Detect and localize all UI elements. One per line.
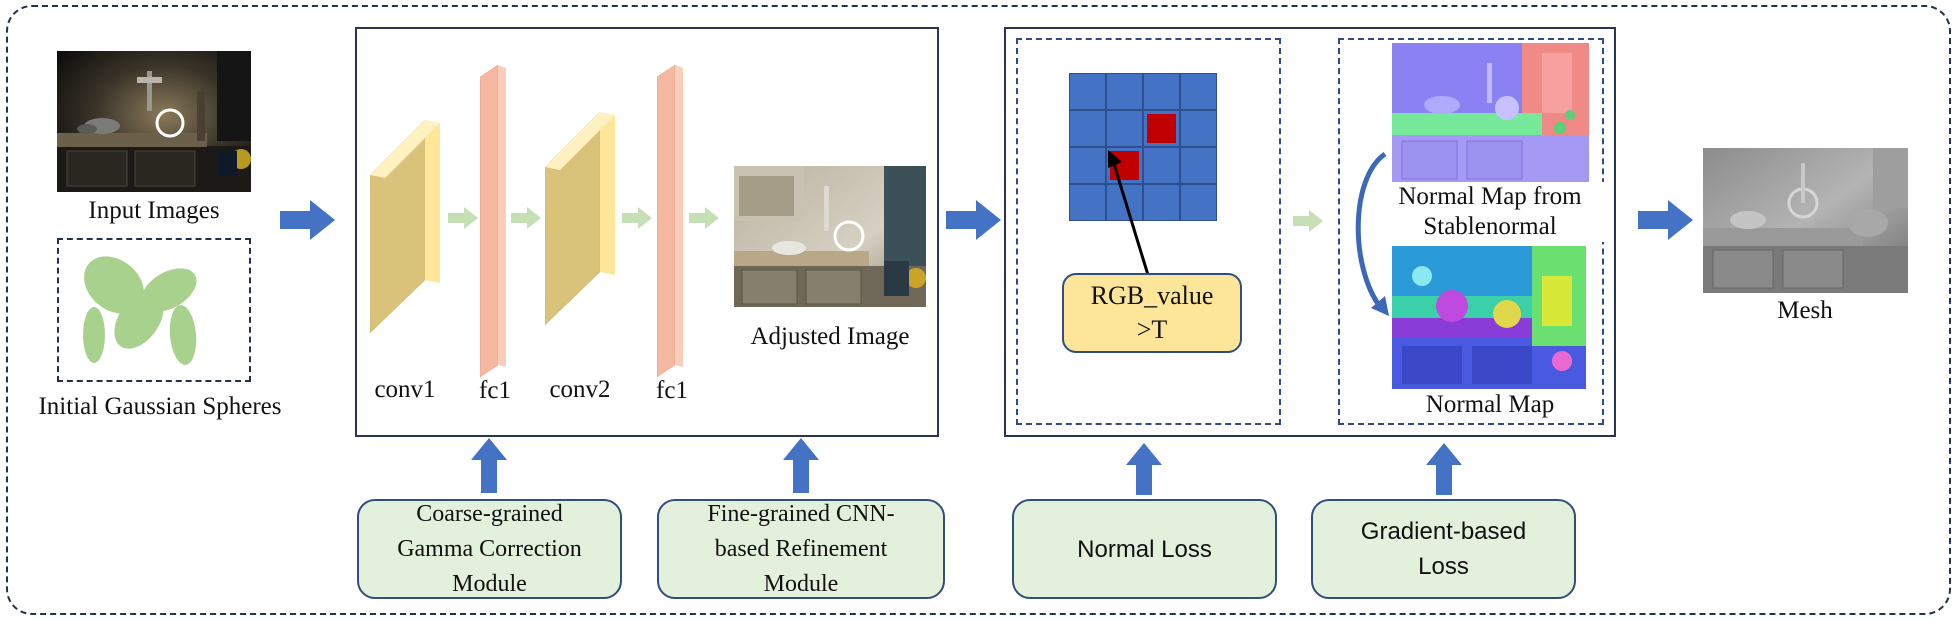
grid-cell (1069, 73, 1106, 110)
grid-cell (1106, 184, 1143, 221)
grid-cell (1106, 73, 1143, 110)
adjusted-image-photo (734, 166, 926, 307)
up-arrow-fine (783, 438, 819, 493)
grid-cell (1143, 110, 1180, 147)
gaussian-box (57, 238, 251, 382)
arrow-to-loss (946, 200, 1001, 240)
normal-map-label: Normal Map (1425, 391, 1555, 418)
flow-arrow-1 (448, 207, 478, 229)
grid-cell (1143, 147, 1180, 184)
rgb-threshold-panel (1016, 38, 1281, 425)
fine-cnn-module: Fine-grained CNN- based Refinement Modul… (657, 499, 945, 599)
conv1-layer-icon (370, 120, 440, 334)
gradient-loss-module: Gradient-based Loss (1311, 499, 1576, 599)
grid-cell (1143, 184, 1180, 221)
grid-cell (1180, 73, 1217, 110)
conv2-label: conv2 (549, 376, 611, 403)
up-arrow-coarse (471, 438, 507, 493)
flow-arrow-5 (1293, 210, 1323, 232)
stablenormal-map-image (1392, 43, 1589, 183)
highlighted-pixel (1147, 114, 1176, 143)
up-arrow-normal-loss (1126, 443, 1162, 495)
normal-map-from-label: Normal Map from Stablenormal (1370, 182, 1610, 242)
fc1-label-b: fc1 (656, 377, 688, 404)
input-images-label: Input Images (88, 197, 220, 224)
curved-compare-arrow (1355, 151, 1389, 316)
grid-cell (1069, 147, 1106, 184)
grid-cell (1180, 110, 1217, 147)
coarse-gamma-module: Coarse-grained Gamma Correction Module (357, 499, 622, 599)
arrow-to-correction (280, 200, 335, 240)
fc1-layer-icon-a (480, 65, 506, 377)
initial-gaussian-label: Initial Gaussian Spheres (38, 393, 282, 420)
grid-cell (1069, 110, 1106, 147)
grid-cell (1106, 147, 1143, 184)
rendered-normal-map-image (1392, 246, 1586, 389)
input-image-photo (57, 51, 251, 192)
flow-arrow-3 (622, 207, 652, 229)
outer-frame (6, 5, 1951, 615)
rgb-threshold-box: RGB_value >T (1062, 273, 1242, 353)
mesh-label: Mesh (1777, 297, 1833, 324)
pixel-grid (1069, 73, 1217, 221)
mesh-image (1703, 148, 1908, 293)
adjusted-image (734, 166, 926, 307)
gaussian-spheres-icon (83, 256, 197, 365)
conv2-layer-icon (545, 112, 615, 326)
adjusted-image-label: Adjusted Image (750, 323, 910, 350)
up-arrow-gradient-loss (1426, 443, 1462, 495)
grid-cell (1069, 184, 1106, 221)
flow-arrow-4 (689, 207, 719, 229)
grid-cell (1106, 110, 1143, 147)
flow-arrow-2 (511, 207, 541, 229)
grid-cell (1180, 184, 1217, 221)
pointer-arrow (1108, 150, 1150, 276)
rendered-normal-map (1392, 246, 1586, 389)
fc1-layer-icon-b (657, 65, 683, 377)
arrow-to-mesh (1638, 200, 1693, 240)
grid-cell (1143, 73, 1180, 110)
conv1-label: conv1 (374, 376, 436, 403)
fc1-label-a: fc1 (479, 377, 511, 404)
input-image (57, 51, 251, 192)
normal-loss-module: Normal Loss (1012, 499, 1277, 599)
stablenormal-normal-map (1392, 43, 1589, 183)
grid-cell (1180, 147, 1217, 184)
mesh-render (1703, 148, 1908, 293)
